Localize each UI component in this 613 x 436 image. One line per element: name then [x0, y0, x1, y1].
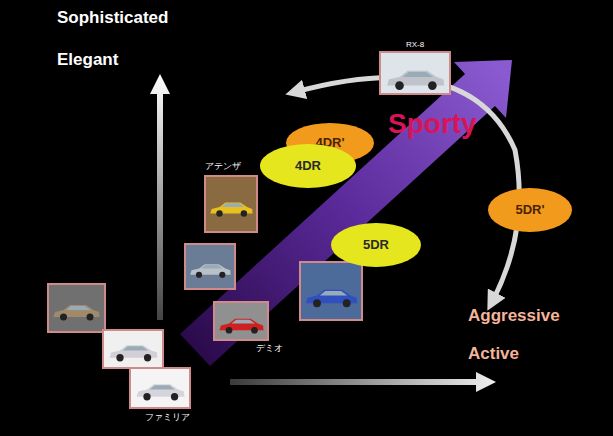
car-model-label: ファミリア — [145, 412, 190, 422]
car-model-label: デミオ — [256, 343, 283, 353]
activity-axis-arrow — [230, 372, 496, 392]
axis-title: Sophisticated — [57, 8, 168, 28]
axis-title: Aggressive — [468, 306, 560, 326]
ellipse-label: 5DR' — [515, 203, 544, 218]
ellipse-shape — [260, 144, 356, 188]
style-title: Sporty — [388, 108, 477, 140]
car-photo — [380, 52, 450, 94]
door-variant-ellipse: 5DR' — [488, 188, 572, 232]
ellipse-label: 5DR — [363, 238, 389, 253]
car-photo — [185, 244, 235, 289]
door-count-ellipse: 5DR — [331, 223, 421, 267]
axis-title: Active — [468, 344, 519, 364]
car-photo — [130, 368, 190, 408]
car-photo — [103, 330, 163, 368]
car-photo — [48, 284, 105, 332]
car-model-label: RX-8 — [406, 40, 424, 49]
door-count-ellipse: 4DR — [260, 144, 356, 188]
car-photo — [300, 262, 362, 320]
sporty-trend-band — [180, 60, 512, 366]
car-model-label: アテンザ — [205, 161, 241, 171]
elegance-axis-arrow — [150, 74, 170, 320]
axis-title: Elegant — [57, 50, 118, 70]
car-photo — [205, 176, 257, 232]
car-photo — [214, 302, 268, 340]
ellipse-shape — [331, 223, 421, 267]
ellipse-label: 4DR — [295, 159, 321, 174]
ellipse-shape — [488, 188, 572, 232]
